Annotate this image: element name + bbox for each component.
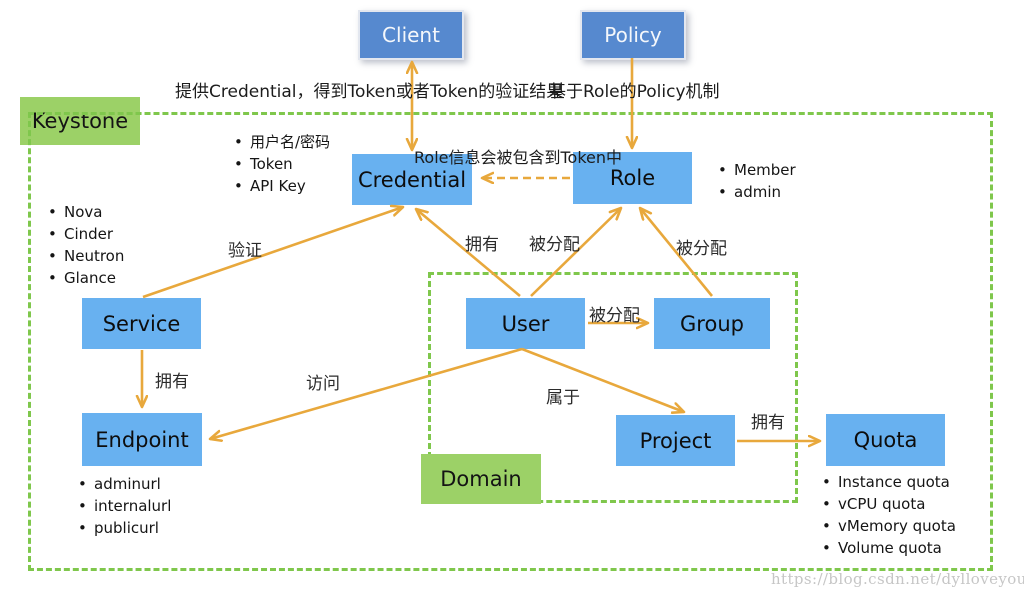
edge-label-service-owns-endpoint: 拥有	[155, 372, 189, 392]
node-policy: Policy	[580, 10, 686, 60]
node-quota: Quota	[826, 414, 945, 466]
list-item: Volume quota	[820, 537, 956, 559]
edge-label-user-assigned-role: 被分配	[529, 235, 580, 255]
edge-label-group-assigned-role: 被分配	[676, 239, 727, 259]
edge-label-user-owns-credential: 拥有	[465, 235, 499, 255]
list-item: Token	[232, 153, 330, 175]
node-project: Project	[616, 415, 735, 466]
node-endpoint: Endpoint	[82, 413, 202, 466]
list-item: internalurl	[76, 495, 171, 517]
node-role: Role	[573, 152, 692, 204]
list-item: Neutron	[46, 245, 124, 267]
list-item: 用户名/密码	[232, 131, 330, 153]
list-item: Glance	[46, 267, 124, 289]
credential-types-list: 用户名/密码 Token API Key	[232, 131, 330, 197]
edge-label-belongs-to: 属于	[546, 388, 580, 408]
services-list: Nova Cinder Neutron Glance	[46, 201, 124, 289]
caption-policy-flow: 基于Role的Policy机制	[549, 82, 720, 102]
node-user: User	[466, 298, 585, 349]
list-item: Nova	[46, 201, 124, 223]
quota-items-list: Instance quota vCPU quota vMemory quota …	[820, 471, 956, 559]
list-item: Cinder	[46, 223, 124, 245]
node-group: Group	[654, 298, 770, 349]
list-item: Member	[716, 159, 796, 181]
caption-role-token: Role信息会被包含到Token中	[414, 148, 623, 167]
list-item: vCPU quota	[820, 493, 956, 515]
list-item: adminurl	[76, 473, 171, 495]
list-item: publicurl	[76, 517, 171, 539]
node-service: Service	[82, 298, 201, 349]
edge-label-verify: 验证	[228, 241, 262, 261]
list-item: vMemory quota	[820, 515, 956, 537]
caption-client-flow: 提供Credential，得到Token或者Token的验证结果	[175, 82, 564, 102]
list-item: Instance quota	[820, 471, 956, 493]
edge-label-project-owns-quota: 拥有	[751, 413, 785, 433]
edge-label-access: 访问	[306, 374, 340, 394]
node-credential: Credential	[352, 154, 472, 205]
endpoint-urls-list: adminurl internalurl publicurl	[76, 473, 171, 539]
edge-label-user-assigned-group: 被分配	[589, 306, 640, 326]
node-client: Client	[358, 10, 464, 60]
list-item: admin	[716, 181, 796, 203]
list-item: API Key	[232, 175, 330, 197]
watermark-url: https://blog.csdn.net/dylloveyou	[771, 570, 1024, 588]
domain-container-label: Domain	[421, 454, 541, 504]
keystone-boundary	[28, 112, 993, 571]
role-examples-list: Member admin	[716, 159, 796, 203]
